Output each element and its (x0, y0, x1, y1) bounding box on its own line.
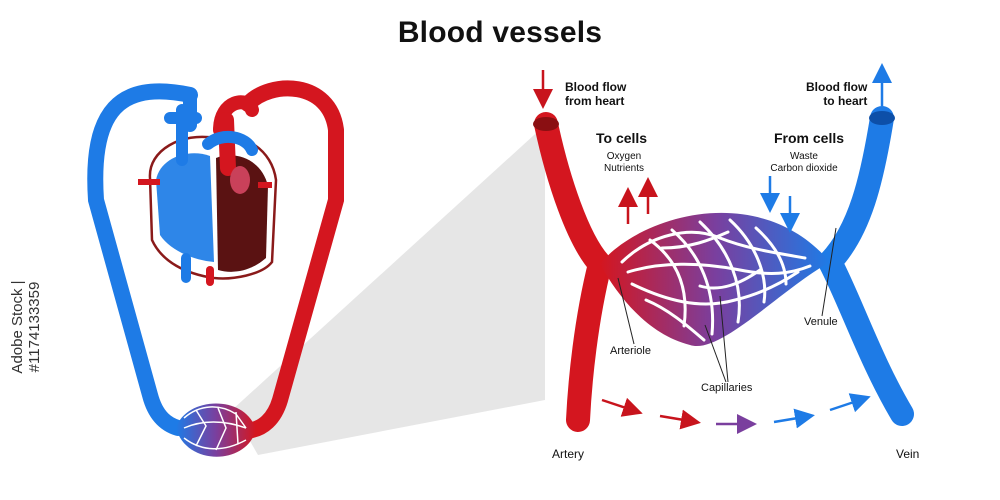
vein-loop (87, 83, 198, 436)
flow-from-heart-label: Blood flow from heart (565, 80, 627, 108)
from-cells-label: From cells (774, 130, 845, 146)
flow-to-heart-label: Blood flow to heart (806, 80, 868, 108)
diagram-title: Blood vessels (397, 16, 603, 49)
vein-label: Vein (896, 447, 920, 461)
bottom-flow-arrow-2 (659, 409, 701, 430)
from-cells-items: Waste Carbon dioxide (770, 151, 838, 174)
artery-vessel (534, 112, 614, 432)
to-cells-items: Oxygen Nutrients (603, 151, 644, 174)
artery-label: Artery (552, 447, 585, 461)
bottom-flow-arrow-5 (829, 393, 871, 413)
capillaries-pointer-2 (704, 324, 727, 383)
to-cells-label: To cells (596, 130, 648, 146)
capillaries-pointer-1 (719, 295, 729, 383)
arteriole-pointer (617, 277, 635, 345)
heart-icon (138, 104, 278, 286)
bottom-flow-arrow-1 (601, 397, 643, 417)
venule-label: Venule (804, 316, 838, 328)
venule-pointer (821, 227, 837, 317)
capillaries-label: Capillaries (701, 382, 753, 394)
zoom-funnel (232, 125, 545, 455)
artery-loop (240, 80, 344, 438)
capillary-network (600, 212, 830, 347)
arteriole-label: Arteriole (610, 345, 651, 357)
bottom-flow-arrow-4 (773, 408, 815, 429)
small-capillary-bed (176, 403, 256, 457)
stock-id-watermark: Adobe Stock | #1174133359 (9, 280, 43, 374)
